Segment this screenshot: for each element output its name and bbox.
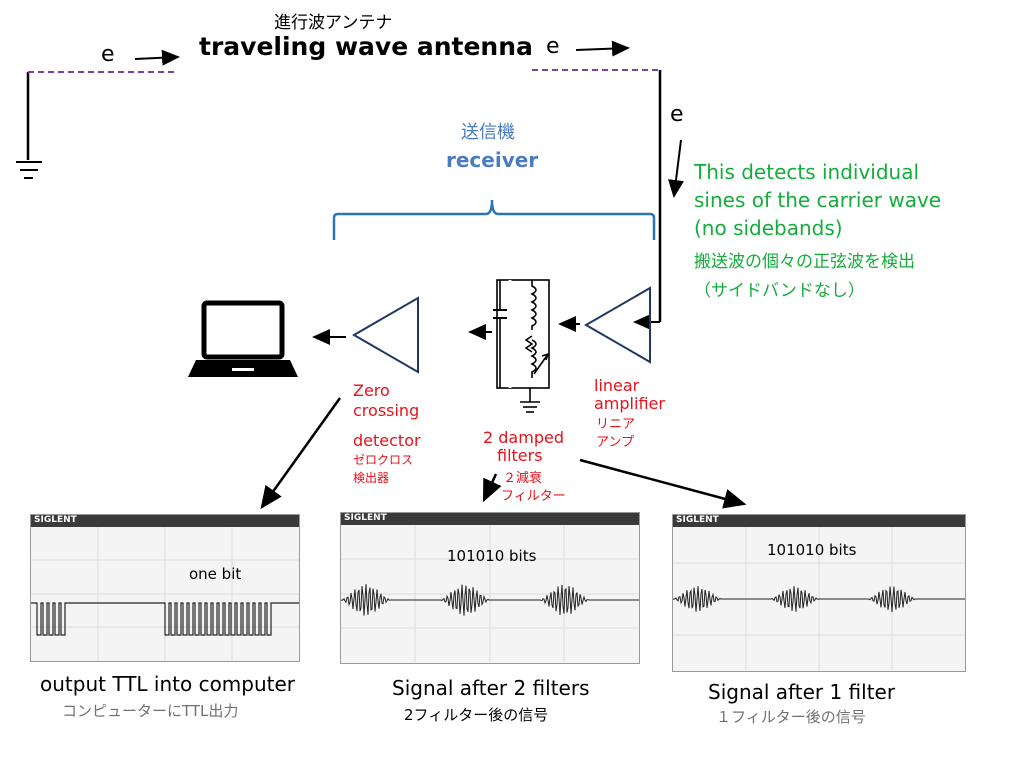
electron-arrow-3 (668, 139, 684, 198)
zero-crossing-label-2: crossing (353, 401, 420, 420)
zero-crossing-label-1: Zero (353, 381, 390, 400)
caption-one-filter: Signal after 1 filter (708, 680, 896, 704)
note-line-2: sines of the carrier wave (694, 188, 942, 212)
receiver-title-jp: 送信機 (461, 122, 515, 143)
ttl-waveform (31, 527, 299, 661)
filters-label-jp-1: ２減衰 (503, 471, 543, 486)
note-line-3: (no sidebands) (694, 216, 843, 240)
caption-ttl-output-jp: コンピューターにTTL出力 (62, 702, 239, 720)
note-jp-line-1: 搬送波の個々の正弦波を検出 (694, 252, 915, 272)
zero-crossing-detector-icon (352, 296, 419, 374)
oscilloscope-one-filter: SIGLENT 101010 bits (672, 514, 966, 672)
electron-arrow-2 (575, 40, 630, 57)
one-filter-waveform (673, 527, 965, 671)
amplifier-label-jp-2: アンプ (596, 435, 635, 450)
antenna-title-jp: 進行波アンテナ (274, 13, 393, 33)
damped-filter-circuit-icon (493, 279, 550, 413)
ground-icon (16, 72, 42, 179)
filters-label-jp-2: フィルター (501, 489, 566, 504)
scope-label-bits-1: 101010 bits (767, 541, 857, 559)
scope-label-bits-2: 101010 bits (447, 547, 537, 565)
electron-label-2: e (546, 34, 560, 59)
receiver-title-en: receiver (446, 148, 539, 172)
oscilloscope-ttl-output: SIGLENT one bit (30, 514, 300, 662)
receiver-bracket (332, 199, 656, 240)
electron-label-1: e (101, 42, 115, 67)
laptop-icon (188, 300, 298, 377)
filters-label-2: filters (497, 446, 543, 465)
scope-label-one-bit: one bit (189, 565, 242, 583)
scope-brand: SIGLENT (34, 515, 77, 525)
electron-arrow-1 (134, 49, 180, 66)
caption-ttl-output: output TTL into computer (40, 672, 296, 696)
filters-label-1: 2 damped (483, 428, 564, 447)
caption-two-filters-jp: 2フィルター後の信号 (404, 706, 549, 724)
zero-crossing-label-3: detector (353, 431, 421, 450)
scope-brand: SIGLENT (676, 515, 719, 525)
antenna-title-en: traveling wave antenna (199, 32, 533, 61)
caption-one-filter-jp: １フィルター後の信号 (716, 708, 866, 726)
scope-brand: SIGLENT (344, 513, 387, 523)
zero-crossing-label-jp-1: ゼロクロス (353, 453, 414, 467)
amplifier-label-1: linear (594, 376, 640, 395)
caption-two-filters: Signal after 2 filters (392, 676, 590, 700)
two-filter-waveform (341, 525, 639, 663)
note-line-1: This detects individual (694, 160, 920, 184)
electron-label-3: e (670, 102, 684, 127)
linear-amplifier-icon (584, 286, 651, 364)
note-jp-line-2: （サイドバンドなし） (694, 281, 865, 301)
amplifier-label-jp-1: リニア (596, 417, 636, 432)
oscilloscope-two-filters: SIGLENT 101010 bits (340, 512, 640, 664)
amplifier-label-2: amplifier (594, 394, 665, 413)
zero-crossing-label-jp-2: 検出器 (353, 471, 390, 485)
